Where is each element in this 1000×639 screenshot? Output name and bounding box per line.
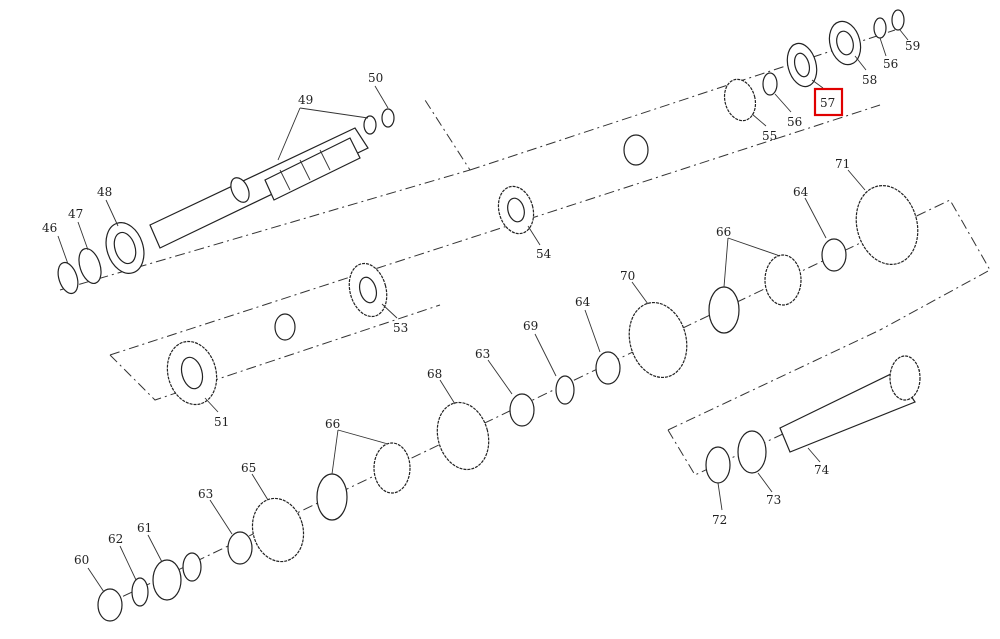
part-65-gear (251, 497, 305, 563)
lower-assembly (97, 184, 991, 622)
label-46: 46 (42, 221, 57, 235)
part-46-circlip (57, 261, 79, 295)
part-63b-bush (509, 393, 535, 427)
highlight-box-57 (813, 87, 844, 117)
part-47-washer (78, 248, 102, 284)
label-63a: 63 (198, 487, 213, 501)
label-56a: 56 (787, 115, 802, 129)
part-69-ring (555, 375, 575, 405)
spacer-bush-b (623, 134, 649, 166)
label-56b: 56 (883, 57, 898, 71)
label-74: 74 (814, 463, 830, 477)
part-63a-bush (227, 531, 253, 565)
labels: 46 47 48 49 50 51 53 54 55 56 57 58 56 5… (42, 39, 920, 567)
label-59: 59 (905, 39, 920, 53)
part-51-gear-hub (180, 356, 204, 390)
axis-line-top (59, 29, 896, 291)
part-62-washer (131, 577, 149, 607)
part-60-nut (97, 588, 123, 622)
axis-line-mid (109, 104, 881, 401)
label-61: 61 (137, 521, 152, 535)
label-54: 54 (536, 247, 552, 261)
output-assembly (667, 329, 921, 484)
part-50-ring-b (381, 108, 395, 128)
part-48-bearing-inner (113, 231, 137, 265)
part-71-gear (855, 184, 919, 266)
spacer-bush-a (274, 313, 296, 341)
label-69: 69 (523, 319, 538, 333)
part-66a-ring (316, 473, 348, 521)
label-47: 47 (68, 207, 83, 221)
axis-line-output (667, 329, 921, 476)
label-64b: 64 (793, 185, 809, 199)
part-58-bearing-inner (836, 30, 854, 56)
label-66b: 66 (716, 225, 731, 239)
label-50: 50 (368, 71, 383, 85)
part-49-shaft (149, 127, 369, 249)
part-61-bearing (152, 559, 182, 601)
label-48: 48 (97, 185, 112, 199)
part-50-ring-a (363, 115, 377, 135)
label-53: 53 (393, 321, 408, 335)
part-54-gear-hub (507, 197, 525, 223)
label-62: 62 (108, 532, 123, 546)
part-56-ring-b (873, 17, 887, 39)
part-61-ring (182, 552, 202, 582)
part-68-gear (436, 401, 490, 471)
label-70: 70 (620, 269, 635, 283)
part-57-bearing-inner (793, 52, 811, 78)
label-64a: 64 (575, 295, 591, 309)
part-59-ring (891, 9, 905, 31)
part-53-gear-hub (358, 276, 378, 304)
part-66b-hub (764, 254, 802, 306)
label-63b: 63 (475, 347, 490, 361)
label-65: 65 (241, 461, 256, 475)
part-74-shaft (779, 371, 916, 453)
label-55: 55 (762, 129, 777, 143)
part-55-gear (723, 78, 757, 122)
label-57[interactable]: 57 (820, 96, 835, 110)
part-64a-bush (595, 351, 621, 385)
part-73-bearing (737, 430, 767, 474)
part-70-gear (628, 301, 688, 379)
top-assembly (57, 9, 905, 406)
part-66a-hub (373, 442, 411, 494)
label-72: 72 (712, 513, 727, 527)
label-58: 58 (862, 73, 877, 87)
label-60: 60 (74, 553, 89, 567)
part-66b-ring (708, 286, 740, 334)
part-74-gear-end (889, 355, 921, 401)
label-73: 73 (766, 493, 781, 507)
label-49: 49 (298, 93, 313, 107)
label-66a: 66 (325, 417, 340, 431)
label-68: 68 (427, 367, 442, 381)
leader-lines (57, 29, 909, 593)
label-71: 71 (835, 157, 850, 171)
part-72-washer (705, 446, 731, 484)
label-51: 51 (214, 415, 229, 429)
part-56-ring-a (762, 72, 778, 96)
part-64b-bush (821, 238, 847, 272)
